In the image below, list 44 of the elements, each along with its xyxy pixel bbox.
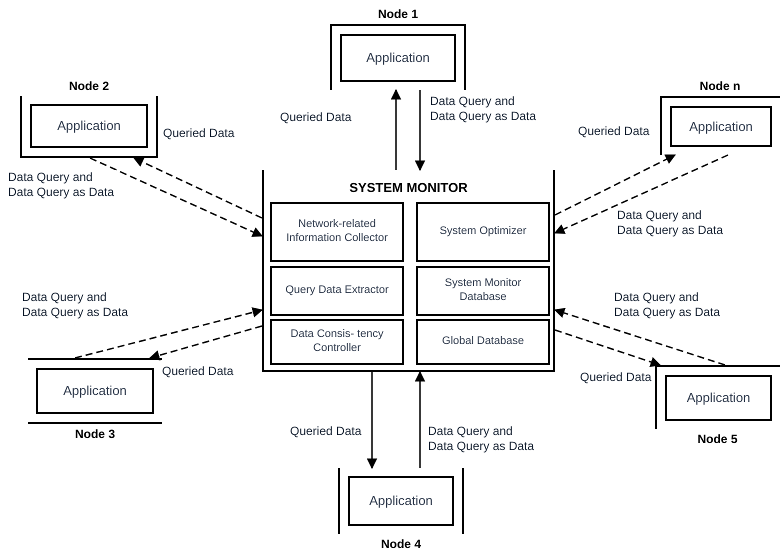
edge-label: Queried Data	[580, 370, 652, 385]
edge-label: Data Query and Data Query as Data	[428, 424, 536, 454]
arrow	[90, 157, 263, 237]
edge-label: Data Query and Data Query as Data	[430, 94, 538, 124]
edge-label: Data Query and Data Query as Data	[22, 290, 130, 320]
edge-label: Queried Data	[290, 424, 362, 439]
arrow	[414, 90, 426, 172]
edge-label: Data Query and Data Query as Data	[8, 170, 116, 200]
edge-label: Queried Data	[162, 364, 234, 379]
node-heading: Node 2	[68, 78, 110, 95]
edge-label: Queried Data	[578, 124, 650, 139]
application-box: Application	[30, 104, 148, 148]
arrow	[366, 372, 378, 470]
application-box: Application	[348, 476, 454, 526]
node-heading: Node 1	[376, 6, 419, 23]
node-heading: Node 4	[380, 536, 422, 553]
component-box: Network-related Information Collector	[270, 202, 404, 262]
arrow	[390, 88, 402, 170]
application-box: Application	[665, 375, 772, 421]
node-heading: Node 5	[696, 431, 738, 448]
arrow	[414, 370, 426, 468]
component-box: System Optimizer	[416, 202, 550, 262]
component-box: Data Consis- tency Controller	[270, 319, 404, 365]
monitor-title: SYSTEM MONITOR	[348, 179, 469, 197]
application-box: Application	[36, 368, 154, 414]
edge-label: Queried Data	[280, 110, 352, 125]
component-box: System Monitor Database	[416, 266, 550, 316]
application-box: Application	[670, 106, 772, 147]
arrow	[554, 329, 661, 367]
component-box: Global Database	[416, 319, 550, 365]
edge-label: Data Query and Data Query as Data	[617, 208, 725, 238]
arrow	[74, 307, 264, 359]
component-box: Query Data Extractor	[270, 266, 404, 316]
edge-label: Queried Data	[163, 126, 234, 141]
edge-label: Data Query and Data Query as Data	[614, 290, 722, 320]
application-box: Application	[340, 34, 456, 82]
arrow	[554, 154, 676, 216]
arrow	[554, 154, 728, 234]
arrow	[149, 325, 262, 360]
arrow	[554, 308, 726, 366]
system-monitor-frame	[262, 170, 555, 372]
node-heading: Node 3	[74, 426, 116, 443]
node-heading: Node n	[698, 78, 742, 95]
arrow	[133, 157, 262, 219]
